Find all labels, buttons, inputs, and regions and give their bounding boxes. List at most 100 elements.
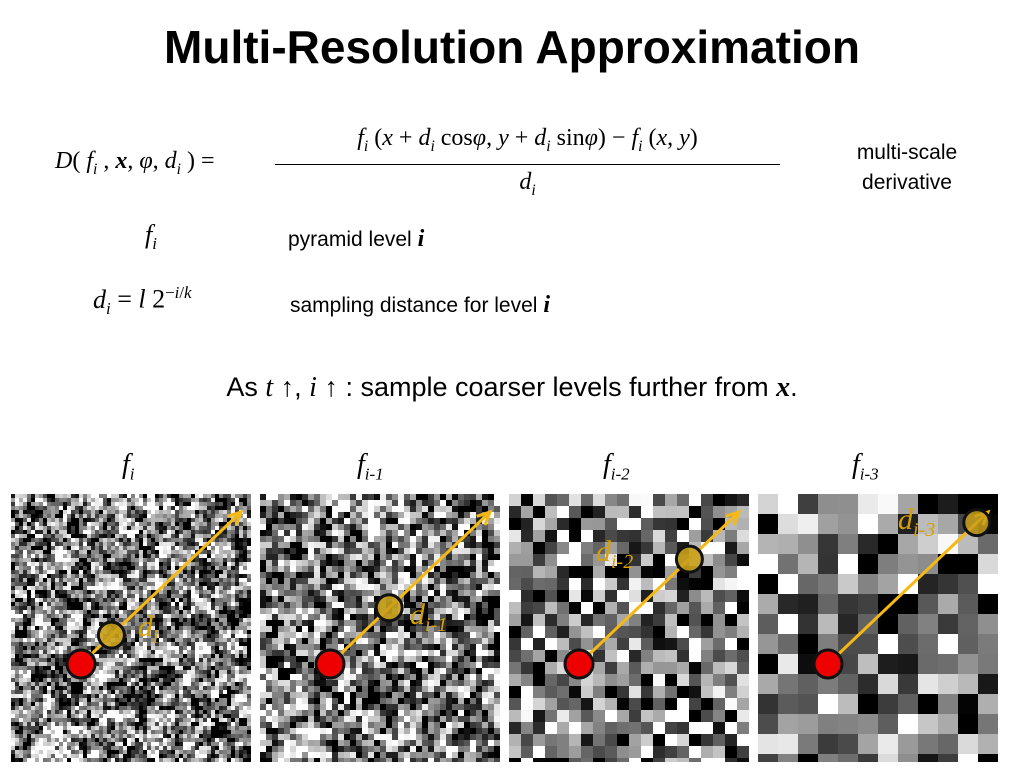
texture-cell (284, 620, 291, 627)
texture-cell (260, 536, 267, 543)
texture-cell (103, 578, 108, 583)
texture-cell (171, 598, 176, 603)
texture-cell (19, 738, 24, 743)
texture-cell (199, 510, 204, 515)
texture-cell (159, 646, 164, 651)
texture-cell (107, 754, 112, 759)
texture-cell (31, 694, 36, 699)
texture-cell (179, 734, 184, 739)
texture-cell (207, 530, 212, 535)
texture-cell (171, 578, 176, 583)
texture-cell (111, 530, 116, 535)
texture-cell (183, 730, 188, 735)
texture-cell (199, 670, 204, 675)
texture-cell (470, 626, 477, 633)
texture-cell (207, 714, 212, 719)
texture-cell (219, 694, 224, 699)
texture-cell (458, 566, 465, 573)
texture-cell (350, 512, 357, 519)
texture-cell (111, 502, 116, 507)
texture-cell (368, 626, 375, 633)
texture-cell (482, 524, 489, 531)
texture-cell (59, 542, 64, 547)
texture-cell (219, 566, 224, 571)
texture-cell (187, 678, 192, 683)
texture-cell (99, 746, 104, 751)
texture-cell (87, 602, 92, 607)
texture-cell (227, 722, 232, 727)
texture-cell (11, 726, 16, 731)
texture-cell (464, 614, 471, 621)
texture-cell (247, 706, 251, 711)
texture-cell (155, 550, 160, 555)
texture-cell (428, 536, 435, 543)
texture-cell (494, 542, 500, 549)
texture-cell (151, 686, 156, 691)
texture-cell (87, 718, 92, 723)
texture-cell (51, 662, 56, 667)
texture-cell (175, 538, 180, 543)
texture-cell (183, 646, 188, 651)
texture-cell (31, 566, 36, 571)
texture-cell (278, 584, 285, 591)
texture-cell (43, 678, 48, 683)
texture-cell (219, 734, 224, 739)
texture-cell (211, 690, 216, 695)
texture-cell (211, 638, 216, 643)
texture-cell (47, 590, 52, 595)
texture-cell (243, 514, 248, 519)
texture-cell (247, 594, 251, 599)
texture-cell (163, 626, 168, 631)
texture-cell (440, 566, 447, 573)
texture-cell (410, 524, 417, 531)
texture-cell (139, 682, 144, 687)
texture-cell (338, 614, 345, 621)
texture-cell (11, 498, 16, 503)
texture-cell (111, 626, 116, 631)
texture-cell (151, 678, 156, 683)
texture-cell (139, 598, 144, 603)
texture-cell (260, 554, 267, 561)
texture-cell (55, 626, 60, 631)
texture-cell (99, 734, 104, 739)
texture-cell (175, 562, 180, 567)
texture-cell (171, 494, 176, 499)
texture-cell (302, 548, 309, 555)
texture-cell (195, 598, 200, 603)
texture-cell (155, 666, 160, 671)
texture-cell (260, 632, 267, 639)
panel-header-fi-3: fi-3 (852, 449, 879, 484)
texture-cell (398, 626, 405, 633)
texture-cell (187, 534, 192, 539)
texture-cell (35, 722, 40, 727)
texture-cell (195, 578, 200, 583)
texture-cell (211, 678, 216, 683)
texture-cell (83, 570, 88, 575)
texture-cell (159, 534, 164, 539)
texture-cell (71, 546, 76, 551)
texture-cell (207, 606, 212, 611)
texture-cell (183, 506, 188, 511)
texture-cell (87, 750, 92, 755)
texture-cell (115, 710, 120, 715)
texture-cell (207, 730, 212, 735)
texture-cell (99, 550, 104, 555)
texture-cell (67, 686, 72, 691)
texture-cell (332, 560, 339, 567)
texture-cell (111, 498, 116, 503)
texture-cell (410, 542, 417, 549)
texture-cell (211, 698, 216, 703)
texture-cell (43, 666, 48, 671)
texture-cell (199, 562, 204, 567)
texture-cell (231, 758, 236, 762)
texture-cell (183, 498, 188, 503)
texture-cell (398, 560, 405, 567)
texture-cell (163, 550, 168, 555)
texture-cell (223, 558, 228, 563)
texture-cell (428, 566, 435, 573)
texture-cell (95, 550, 100, 555)
texture-cell (51, 690, 56, 695)
texture-cell (368, 608, 375, 615)
texture-cell (31, 706, 36, 711)
texture-cell (23, 522, 28, 527)
